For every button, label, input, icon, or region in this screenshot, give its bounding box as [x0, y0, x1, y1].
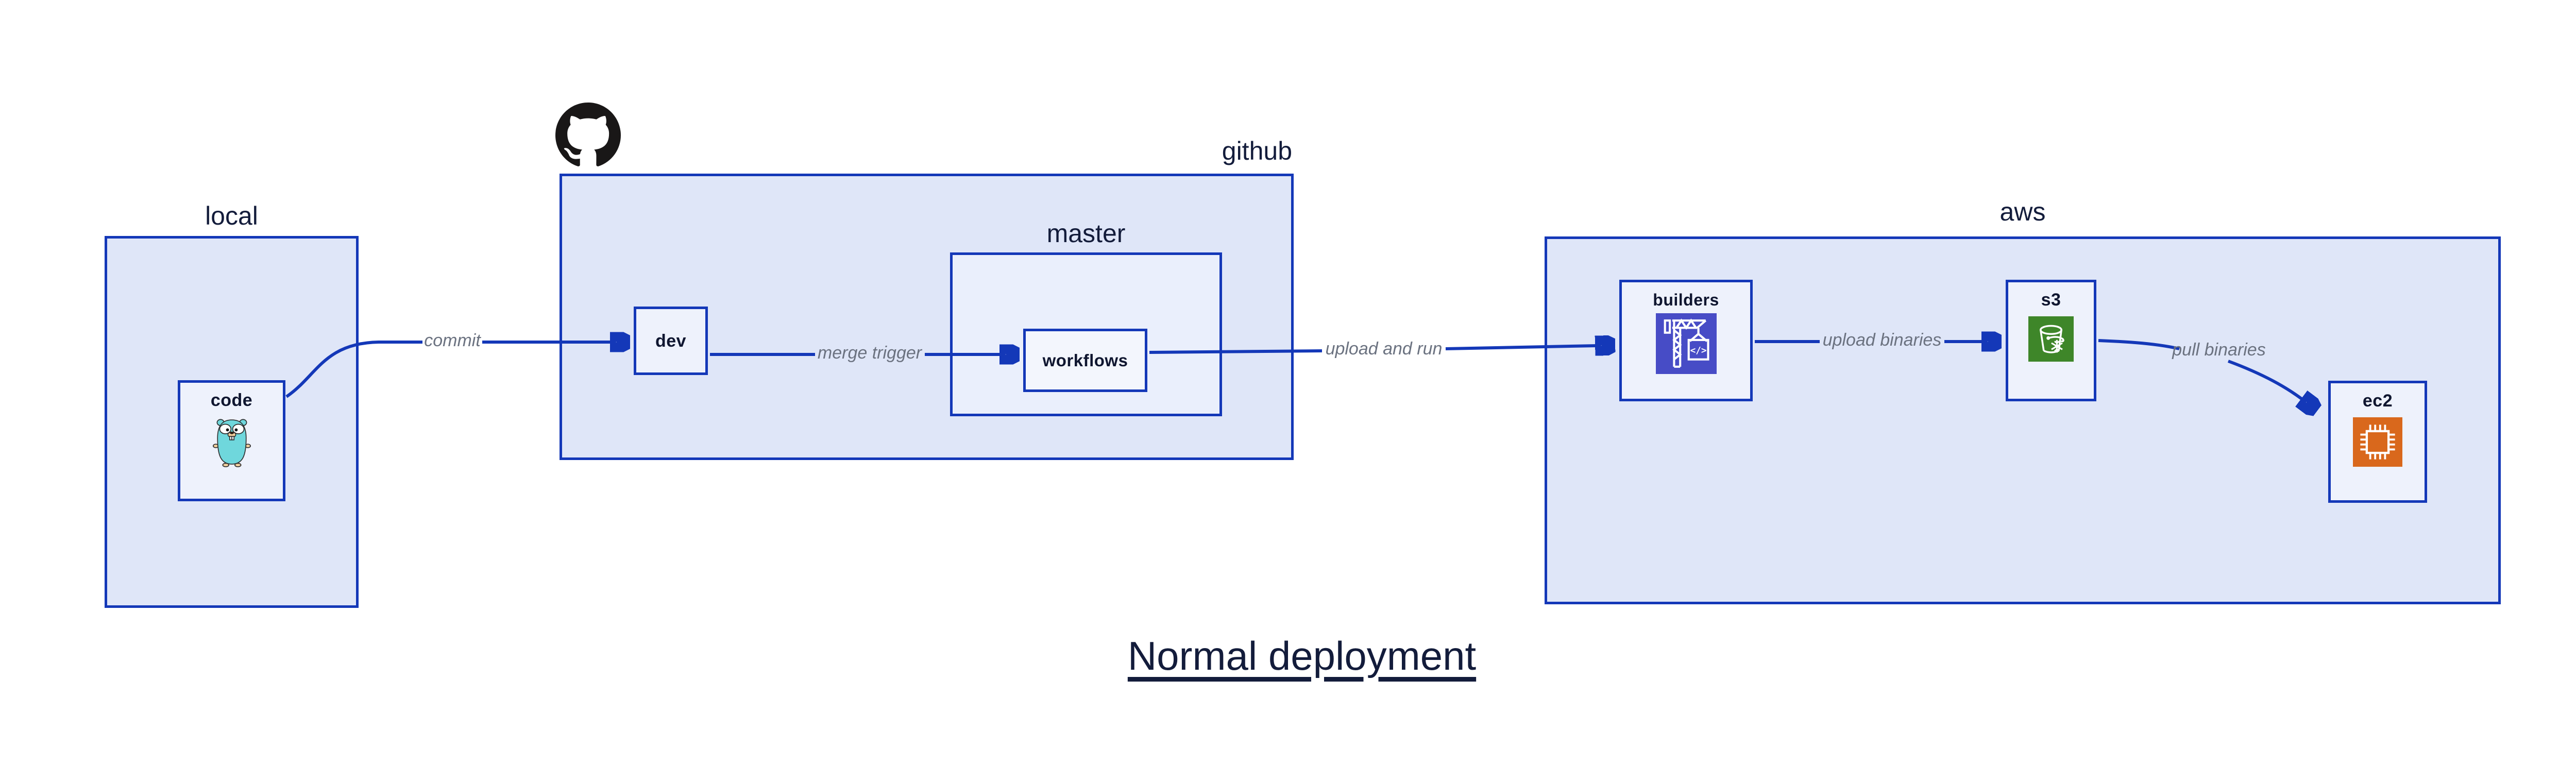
local-label: local: [205, 201, 258, 230]
node-s3: s3: [2006, 280, 2096, 401]
diagram-title: Normal deployment: [1127, 633, 1477, 678]
node-code: code: [178, 380, 285, 501]
node-workflows-label: workflows: [1042, 350, 1128, 370]
node-dev-label: dev: [655, 331, 687, 351]
edge-merge-trigger-label: merge trigger: [817, 343, 922, 363]
edge-upload-and-run-label: upload and run: [1325, 339, 1443, 359]
codebuild-crane-icon: </>: [1655, 313, 1717, 374]
node-builders: builders </>: [1619, 280, 1753, 401]
edge-commit-label: commit: [424, 331, 481, 350]
github-octocat-icon: [555, 103, 621, 168]
github-label: github: [1222, 137, 1292, 165]
node-code-label: code: [210, 390, 253, 410]
master-label: master: [1046, 219, 1126, 248]
node-ec2-label: ec2: [2362, 391, 2393, 411]
node-ec2: ec2: [2328, 381, 2427, 503]
go-gopher-icon: [212, 419, 251, 467]
aws-label: aws: [1999, 197, 2046, 226]
node-builders-label: builders: [1653, 291, 1719, 309]
node-workflows: workflows: [1023, 329, 1147, 392]
node-s3-label: s3: [2041, 290, 2061, 310]
s3-bucket-snowflake-icon: [2028, 316, 2074, 362]
svg-text:</>: </>: [1690, 346, 1706, 356]
edge-pull-binaries-label: pull binaries: [2172, 340, 2266, 360]
edge-upload-binaries-label: upload binaries: [1822, 330, 1942, 350]
ec2-chip-icon: [2353, 417, 2402, 467]
node-dev: dev: [634, 307, 708, 375]
